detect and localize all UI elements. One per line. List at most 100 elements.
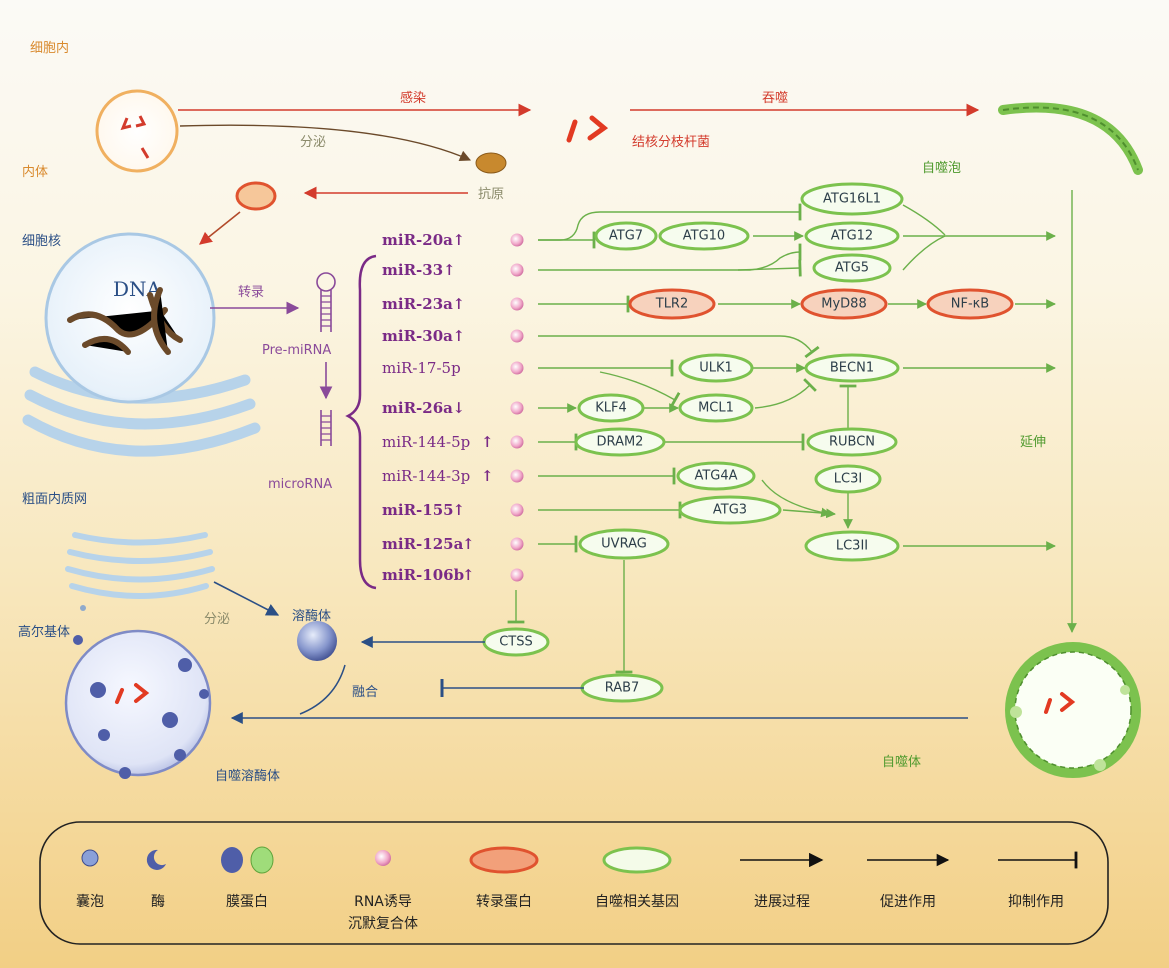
gene-label: CTSS	[499, 635, 533, 650]
autophagosome-label: 自噬体	[882, 755, 921, 770]
autolysosome	[64, 629, 212, 777]
pre-mirna-hairpin	[316, 272, 336, 332]
pre-mirna-label: Pre-miRNA	[262, 343, 331, 358]
gene-label: ATG10	[683, 229, 725, 244]
er-label: 粗面内质网	[22, 491, 87, 507]
golgi-label: 高尔基体	[18, 624, 70, 640]
gene-atg3: ATG3	[678, 495, 782, 525]
gene-node-shape	[678, 393, 754, 423]
risc-icon	[510, 263, 524, 277]
line-atg4a-lc3ii	[761, 479, 831, 518]
legend-label: 抑制作用	[1008, 894, 1064, 910]
mirna-name: miR-106b	[382, 566, 464, 584]
mirna-name: miR-144-3p	[382, 467, 470, 485]
gene-node-shape	[678, 495, 782, 525]
secrete-label-golgi: 分泌	[204, 612, 230, 627]
legend-label: 促进作用	[880, 894, 936, 910]
gene-atg7: ATG7	[594, 221, 658, 251]
legend-tf-icon	[469, 846, 539, 874]
gene-label: NF-κB	[951, 297, 989, 312]
dna-chromosomes	[67, 287, 183, 355]
legend-membrane-protein-green-icon	[250, 846, 274, 874]
gene-label: RUBCN	[829, 435, 875, 450]
legend-box	[39, 821, 1109, 945]
mirna-item: miR-20a↑	[382, 231, 524, 249]
lysosome-label: 溶酶体	[292, 608, 331, 624]
engulf-label: 吞噬	[762, 91, 788, 106]
lysosome-fusion-line	[299, 664, 346, 715]
gene-nfkb: NF-κB	[926, 288, 1014, 320]
gene-label: UVRAG	[601, 537, 647, 552]
line-atg3-lc3ii	[782, 508, 836, 519]
mirna-regulation-arrow: ↑	[453, 501, 466, 519]
gene-node-shape	[574, 427, 666, 457]
phagophore	[998, 102, 1143, 175]
mirna-item: miR-17-5p	[382, 359, 524, 377]
risc-icon	[510, 503, 524, 517]
line-mir33-atg12	[538, 243, 802, 271]
gene-node-shape	[804, 221, 900, 251]
mirna-name: miR-20a	[382, 231, 453, 249]
phagophore-membrane	[1002, 106, 1139, 171]
mirna-regulation-arrow: ↑	[462, 566, 475, 584]
gene-label: DRAM2	[597, 435, 644, 450]
gene-ulk1: ULK1	[678, 353, 754, 383]
mirna-regulation-arrow: ↑	[462, 535, 475, 553]
antigen	[475, 152, 507, 174]
line-mir33-atg5	[737, 259, 802, 277]
receptor-to-nucleus-arrow	[199, 211, 241, 245]
gene-label: RAB7	[605, 681, 640, 696]
gene-uvrag: UVRAG	[578, 528, 670, 560]
risc-icon	[510, 361, 524, 375]
intracellular-label: 细胞内	[30, 40, 69, 56]
mirna-name: miR-23a	[382, 295, 453, 313]
line-atg5-merge	[902, 235, 946, 271]
gene-atg12: ATG12	[804, 221, 900, 251]
mirna-brace	[345, 254, 377, 590]
mirna-item: miR-125a↑	[382, 535, 524, 553]
mirna-regulation-arrow: ↑	[443, 261, 456, 279]
autolysosome-label: 自噬溶酶体	[215, 768, 280, 784]
gene-label: LC3II	[836, 539, 868, 554]
transcribe-label: 转录	[238, 285, 264, 300]
antigen-label: 抗原	[478, 187, 504, 202]
legend-symbols	[81, 846, 1078, 874]
secrete-arrow-top	[179, 124, 472, 162]
mirna-name: miR-155	[382, 501, 454, 519]
mirna-item: miR-26a↓	[382, 399, 524, 417]
microrna-label: microRNA	[268, 477, 332, 492]
mtb-bacteria	[566, 115, 609, 143]
risc-icon	[510, 329, 524, 343]
endosome-bacteria-2	[140, 147, 150, 159]
gene-label: ATG16L1	[823, 192, 881, 207]
endosome-bacteria	[120, 115, 147, 131]
fusion-label: 融合	[352, 685, 378, 700]
golgi-to-lysosome-arrow	[213, 581, 280, 616]
gene-label: LC3I	[834, 472, 862, 487]
gene-mcl1: MCL1	[678, 393, 754, 423]
gene-node-shape	[804, 353, 900, 383]
gene-label: BECN1	[830, 361, 874, 376]
mirna-regulation-arrow: ↓	[453, 399, 466, 417]
gene-label: TLR2	[655, 297, 689, 312]
mtb-label: 结核分枝杆菌	[632, 135, 710, 150]
gene-node-shape	[804, 530, 900, 562]
mirna-regulation-arrow: ↑	[453, 295, 466, 313]
line-mir17-mcl1	[599, 371, 681, 408]
gene-label: ATG5	[835, 261, 869, 276]
risc-icon	[510, 297, 524, 311]
gene-label: ATG4A	[694, 469, 737, 484]
mirna-item: miR-106b↑	[382, 566, 524, 584]
gene-lc3ii: LC3II	[804, 530, 900, 562]
mirna-name: miR-26a	[382, 399, 453, 417]
autophagosome	[1005, 642, 1141, 778]
gene-myd88: MyD88	[800, 288, 888, 320]
risc-icon	[510, 401, 524, 415]
autophagosome-bacteria	[1044, 692, 1076, 714]
gene-label: MCL1	[698, 401, 734, 416]
gene-node-shape	[812, 253, 892, 283]
antigen-receptor	[235, 181, 277, 211]
